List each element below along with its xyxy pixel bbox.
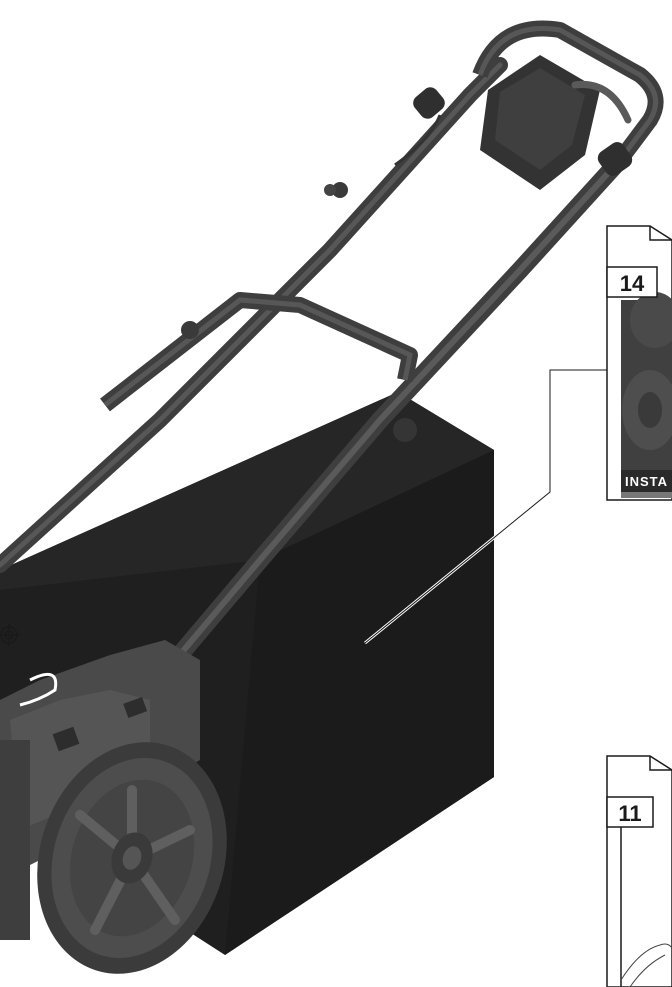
callout-page-14: 14 INSTA bbox=[606, 225, 672, 501]
registration-mark-icon bbox=[0, 624, 20, 646]
rear-wheel bbox=[37, 742, 227, 974]
callout-page-11: 11 bbox=[606, 755, 672, 987]
page-corner-icon bbox=[649, 226, 672, 241]
leader-line bbox=[364, 368, 607, 645]
mower-handle bbox=[0, 20, 664, 699]
callout-11-number: 11 bbox=[618, 801, 641, 826]
callout-14-banner: INSTA bbox=[625, 474, 668, 489]
page-corner-icon bbox=[649, 756, 672, 771]
callout-14-number: 14 bbox=[620, 271, 645, 296]
